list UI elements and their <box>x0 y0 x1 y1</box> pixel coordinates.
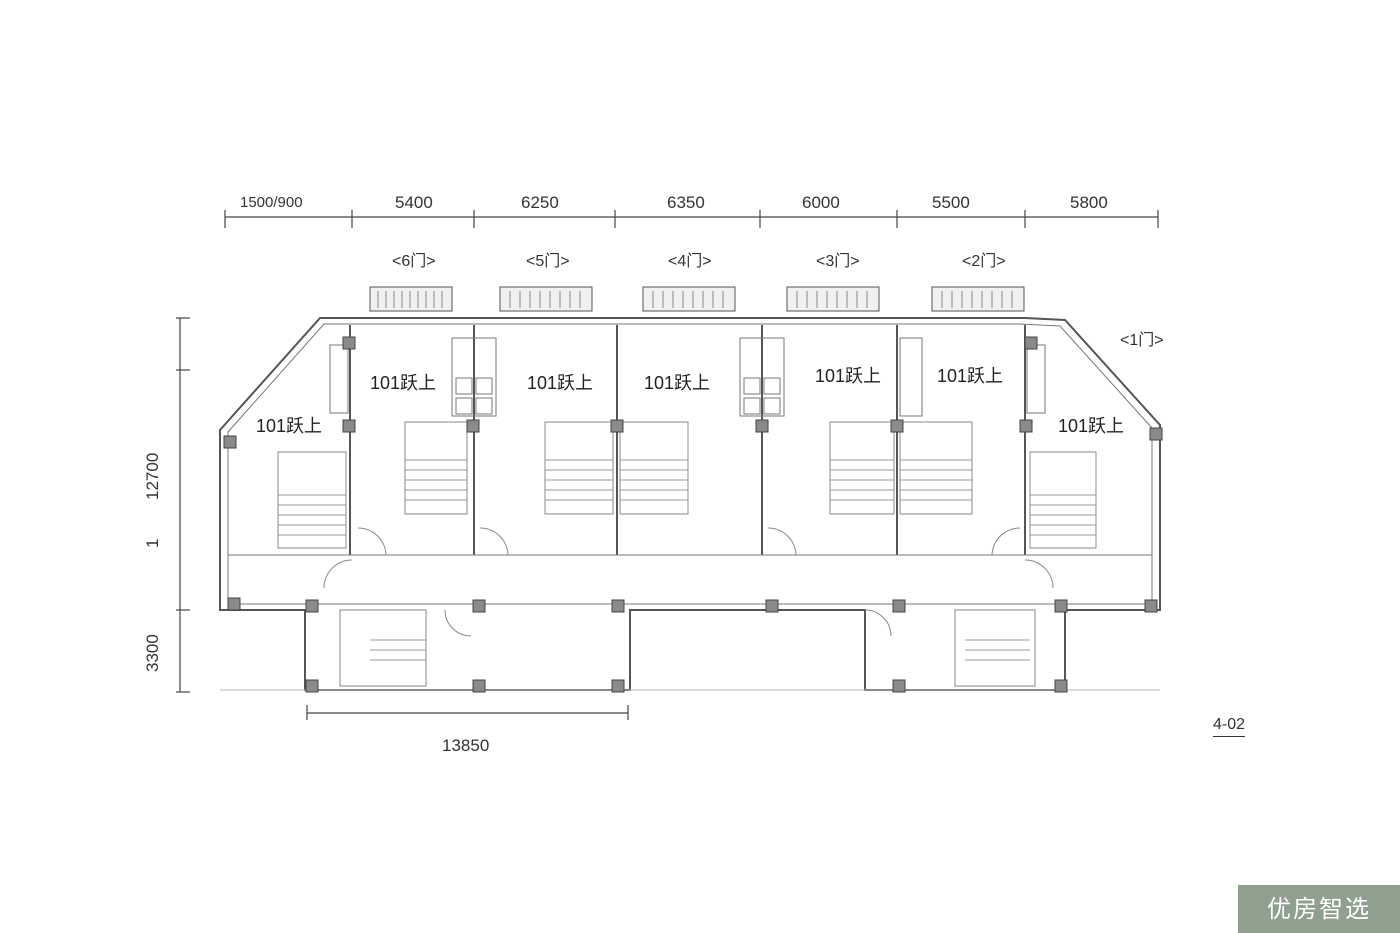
left-dim-1: 12700 <box>143 453 162 500</box>
top-dim-4: 6000 <box>802 193 840 212</box>
door-label-4: <4门> <box>668 252 712 270</box>
bottom-dimension-line <box>306 705 629 720</box>
top-dim-3: 6350 <box>667 193 705 212</box>
room-label-7: 101跃上 <box>1058 416 1124 436</box>
room-label-5: 101跃上 <box>815 366 881 386</box>
top-dim-2: 6250 <box>521 193 559 212</box>
sheet-label: 4-02 <box>1213 716 1246 737</box>
top-dim-6: 5800 <box>1070 193 1108 212</box>
door-label-5: <5门> <box>526 252 570 270</box>
bottom-dim: 13850 <box>442 736 489 755</box>
columns <box>223 336 1163 693</box>
stair-treads <box>278 459 1096 661</box>
elevator-cores <box>329 337 1046 417</box>
left-dim-2: 1 <box>143 539 162 548</box>
top-dim-5: 5500 <box>932 193 970 212</box>
top-dim-partial: 1500/900 <box>240 194 303 211</box>
door-swings <box>323 527 1054 637</box>
top-dimension-line <box>224 210 1159 228</box>
awnings <box>369 286 1025 312</box>
partition-walls <box>228 325 1152 556</box>
staircases <box>277 421 1097 687</box>
door-label-3: <3门> <box>816 252 860 270</box>
room-label-6: 101跃上 <box>937 366 1003 386</box>
top-dim-1: 5400 <box>395 193 433 212</box>
room-label-4: 101跃上 <box>644 373 710 393</box>
room-label-3: 101跃上 <box>527 373 593 393</box>
left-dim-3: 3300 <box>143 634 162 672</box>
left-dimension-line <box>176 317 190 693</box>
door-label-1: <1门> <box>1120 331 1164 349</box>
room-label-1: 101跃上 <box>256 416 322 436</box>
watermark-logo: 优房智选 <box>1238 885 1400 933</box>
room-label-2: 101跃上 <box>370 373 436 393</box>
door-label-2: <2门> <box>962 252 1006 270</box>
door-label-6: <6门> <box>392 252 436 270</box>
